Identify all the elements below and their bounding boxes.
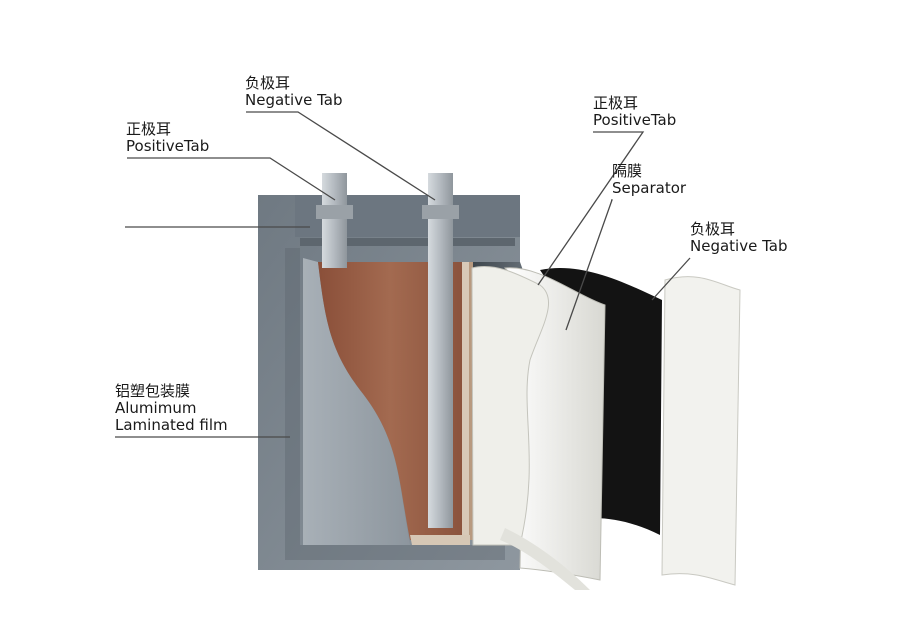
label-negative-tab-right-zh: 负极耳	[690, 220, 736, 238]
negative-tab-shape	[428, 173, 453, 528]
leader-lines	[115, 111, 691, 438]
pouch-peel-face	[303, 258, 410, 545]
label-positive-tab-left-zh: 正极耳	[126, 120, 172, 138]
label-aluminum-film-en1: Alumimum	[115, 399, 197, 417]
pouch-seal-groove	[300, 238, 515, 246]
label-positive-tab-right: 正极耳 PositiveTab	[593, 95, 676, 129]
label-negative-tab-right-en: Negative Tab	[690, 237, 788, 255]
label-positive-tab-left: 正极耳 PositiveTab	[126, 121, 209, 155]
leader-positive-tab-left	[127, 157, 336, 201]
label-negative-tab-right: 负极耳 Negative Tab	[690, 221, 787, 255]
negative-tab-foot	[422, 205, 459, 219]
label-aluminum-film-en2: Laminated film	[115, 416, 228, 434]
label-negative-tab-top-zh: 负极耳	[245, 74, 291, 92]
label-negative-tab-top: 负极耳 Negative Tab	[245, 75, 342, 109]
front-sheet	[471, 266, 550, 546]
tabs	[316, 173, 459, 528]
front-sheet-curl	[500, 528, 590, 590]
copper-edge-strip	[462, 262, 469, 540]
copper-edge-strip-2	[469, 262, 473, 540]
label-aluminum-film-zh: 铝塑包装膜	[115, 382, 191, 400]
leader-negative-tab-right	[651, 257, 691, 301]
label-positive-tab-left-en: PositiveTab	[126, 137, 210, 155]
label-separator-zh: 隔膜	[612, 162, 643, 180]
copper-electrode	[318, 262, 473, 545]
label-positive-tab-right-en: PositiveTab	[593, 111, 677, 129]
outer-sheet	[661, 276, 741, 586]
copper-body	[318, 262, 462, 540]
label-separator: 隔膜 Separator	[612, 163, 686, 197]
label-negative-tab-top-en: Negative Tab	[245, 91, 343, 109]
copper-bottom-strip	[410, 535, 470, 545]
positive-tab-foot	[316, 205, 353, 219]
label-positive-tab-right-zh: 正极耳	[593, 94, 639, 112]
positive-tab-shape	[322, 173, 347, 268]
exploded-layers	[471, 266, 741, 590]
label-separator-en: Separator	[612, 179, 687, 197]
label-aluminum-film: 铝塑包装膜 Alumimum Laminated film	[115, 383, 228, 434]
leader-separator	[565, 199, 613, 331]
leader-negative-tab-top	[246, 111, 436, 201]
leader-positive-tab-right	[537, 131, 645, 286]
